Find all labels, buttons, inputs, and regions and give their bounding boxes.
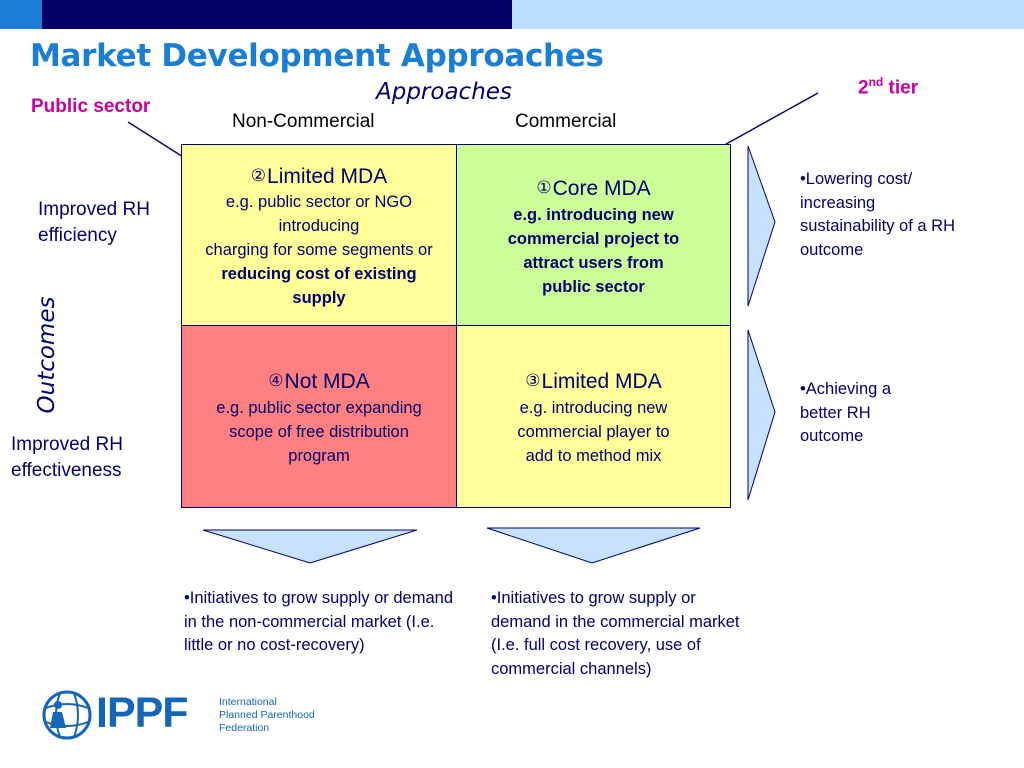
globe-with-figure-icon — [42, 690, 92, 740]
bottom-note-left: •Initiatives to grow supply or demand in… — [184, 589, 453, 654]
logo-acronym: IPPF — [96, 689, 189, 737]
bottom-note-right: •Initiatives to grow supply or demand in… — [491, 589, 740, 678]
down-chevron-right-icon — [486, 527, 701, 564]
down-chevron-left-icon — [202, 529, 418, 564]
header-bar-light — [512, 0, 1024, 29]
second-tier-callout: 2nd tier — [858, 75, 918, 99]
cell-limited-mda-commercial: ③Limited MDA e.g. introducing new commer… — [456, 325, 731, 508]
cell-line-bold: reducing cost of existing — [221, 265, 417, 283]
cell-not-mda-noncommercial: ④Not MDA e.g. public sector expanding sc… — [181, 325, 457, 508]
number-two-icon: ② — [250, 166, 267, 185]
cell-heading: ③Limited MDA — [457, 370, 730, 394]
tier-number: 2 — [858, 77, 869, 99]
cell-line-bold: e.g. introducing new — [513, 206, 674, 224]
right-chevron-bottom-icon — [747, 329, 776, 501]
row-label-efficiency: Improved RH efficiency — [38, 199, 150, 246]
tier-superscript: nd — [868, 75, 884, 89]
cell-heading: ②Limited MDA — [182, 165, 456, 189]
cell-line: e.g. public sector or NGO — [225, 193, 413, 211]
tier-word: tier — [883, 77, 919, 99]
approaches-label: Approaches — [376, 79, 512, 105]
logo-line: International — [219, 696, 277, 708]
cell-limited-mda-noncommercial: ②Limited MDA e.g. public sector or NGO i… — [181, 144, 457, 326]
side-note-bottom: •Achieving a better RH outcome — [800, 380, 892, 445]
logo-fullname: International Planned Parenthood Federat… — [219, 696, 315, 735]
row-label-effectiveness: Improved RH effectiveness — [11, 434, 123, 481]
cell-heading-text: Limited MDA — [267, 165, 388, 188]
number-three-icon: ③ — [525, 371, 541, 390]
slide-title: Market Development Approaches — [30, 38, 604, 74]
cell-line-bold: attract users from — [523, 254, 664, 272]
number-one-icon: ① — [536, 178, 552, 197]
cell-line-bold: commercial project to — [507, 230, 680, 248]
cell-heading: ④Not MDA — [182, 370, 456, 394]
logo-line: Planned Parenthood — [219, 709, 315, 721]
cell-heading-text: Limited MDA — [541, 370, 662, 393]
cell-line-bold: supply — [292, 289, 346, 307]
cell-line: e.g. introducing new — [519, 399, 668, 417]
cell-line: commercial player to — [517, 423, 670, 441]
column-header-commercial: Commercial — [515, 111, 617, 132]
header-bar-accent — [0, 0, 42, 29]
number-four-icon: ④ — [268, 371, 284, 390]
cell-heading: ①Core MDA — [457, 177, 730, 201]
cell-line: introducing — [278, 217, 360, 235]
cell-heading-text: Core MDA — [552, 177, 651, 200]
cell-line: e.g. public sector expanding — [216, 399, 422, 417]
column-header-noncommercial: Non-Commercial — [232, 111, 375, 132]
cell-core-mda-commercial: ①Core MDA e.g. introducing new commercia… — [456, 144, 731, 326]
cell-line: charging for some segments or — [205, 241, 433, 259]
right-chevron-top-icon — [747, 145, 776, 307]
side-note-top: •Lowering cost/ increasing sustainabilit… — [800, 170, 955, 259]
header-bar-dark — [42, 0, 512, 29]
cell-line: scope of free distribution — [229, 423, 409, 441]
logo-line: Federation — [219, 722, 270, 734]
cell-heading-text: Not MDA — [284, 370, 370, 393]
cell-line: add to method mix — [525, 447, 662, 465]
public-sector-callout: Public sector — [31, 96, 151, 117]
cell-line-bold: public sector — [542, 278, 645, 296]
cell-line: program — [288, 447, 350, 465]
